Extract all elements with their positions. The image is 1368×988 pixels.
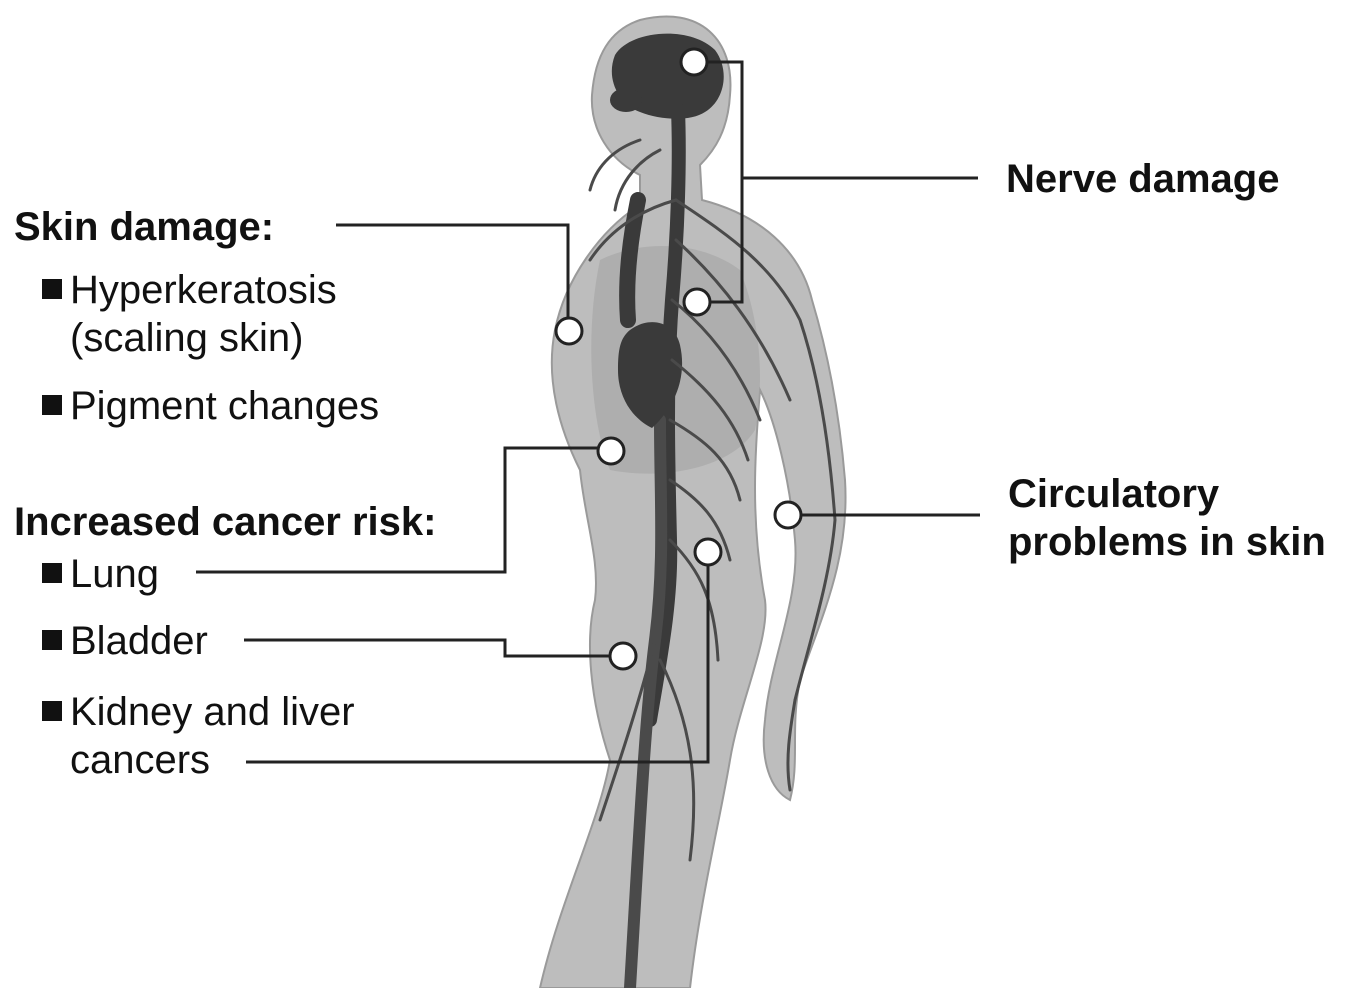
- marker-circle-icon: [684, 289, 710, 315]
- bullet-square-icon: [42, 701, 62, 721]
- skin-item-hyperkeratosis-cont: (scaling skin): [70, 314, 303, 362]
- marker-circle-icon: [610, 643, 636, 669]
- skin-damage-heading: Skin damage:: [14, 205, 274, 249]
- cancer-item-kidney-liver-cont: cancers: [70, 736, 210, 784]
- eye-region: [610, 88, 642, 112]
- cancer-item-bladder: Bladder: [42, 617, 208, 665]
- marker-circle-icon: [598, 438, 624, 464]
- marker-circle-icon: [695, 539, 721, 565]
- marker-circle-icon: [775, 502, 801, 528]
- marker-circle-icon: [681, 49, 707, 75]
- cancer-risk-heading: Increased cancer risk:: [14, 500, 436, 544]
- bullet-square-icon: [42, 395, 62, 415]
- skin-item-pigment: Pigment changes: [42, 382, 379, 430]
- marker-circle-icon: [556, 318, 582, 344]
- nerve-damage-label: Nerve damage: [1006, 157, 1279, 201]
- skin-item-hyperkeratosis: Hyperkeratosis: [42, 266, 337, 314]
- leader-skin: [336, 225, 568, 330]
- leader-bladder: [244, 640, 622, 656]
- bullet-square-icon: [42, 630, 62, 650]
- cancer-item-kidney-liver: Kidney and liver: [42, 688, 355, 736]
- bullet-square-icon: [42, 563, 62, 583]
- circulatory-label-line1: Circulatory: [1008, 472, 1219, 516]
- circulatory-label-line2: problems in skin: [1008, 520, 1326, 564]
- bullet-square-icon: [42, 279, 62, 299]
- cancer-item-lung: Lung: [42, 550, 159, 598]
